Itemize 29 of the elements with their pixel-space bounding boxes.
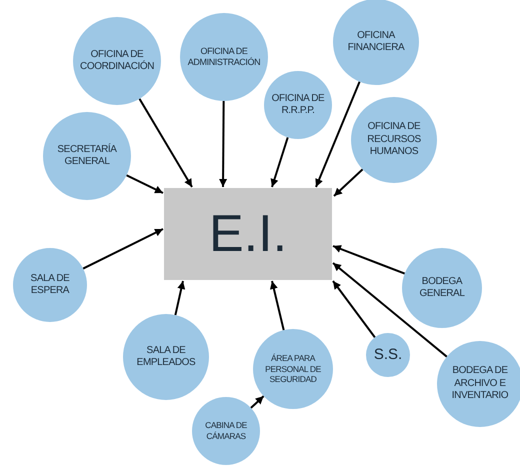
arrow (270, 280, 285, 330)
circle-label: OFICINA FINANCIERA (346, 30, 406, 54)
circle-label: OFICINA DE RECURSOS HUMANOS (366, 121, 422, 159)
circle-label: CABINA DE CÁMARAS (204, 420, 248, 442)
arrow (315, 81, 360, 188)
central-box (164, 188, 332, 280)
area-circle (366, 333, 410, 377)
circle-label: S.S. (372, 346, 404, 364)
arrow (219, 101, 228, 187)
circle-label: BODEGA GENERAL (418, 276, 466, 300)
arrow (138, 98, 193, 188)
circle-label: OFICINA DE COORDINACIÓN (80, 48, 154, 74)
arrow (270, 137, 289, 188)
circle-label: ÁREA PARA PERSONAL DE SEGURIDAD (264, 353, 322, 385)
circle-label: BODEGA DE ARCHIVO E INVENTARIO (450, 365, 510, 403)
arrow (174, 280, 186, 316)
arrow (332, 280, 376, 338)
circle-label: SECRETARÍA GENERAL (56, 144, 118, 168)
circle-label: SALA DE ESPERA (30, 272, 70, 298)
arrow (250, 395, 264, 409)
arrow (333, 168, 364, 197)
box-label: E.I. (208, 204, 288, 264)
circle-label: OFICINA DE R.R.P.P. (270, 92, 326, 118)
arrow (126, 174, 164, 194)
arrow (82, 228, 164, 270)
circle-label: SALA DE EMPLEADOS (136, 344, 196, 370)
arrow (332, 245, 406, 275)
circle-label: OFICINA DE ADMINISTRACIÓN (186, 46, 262, 68)
arrow (332, 262, 448, 358)
